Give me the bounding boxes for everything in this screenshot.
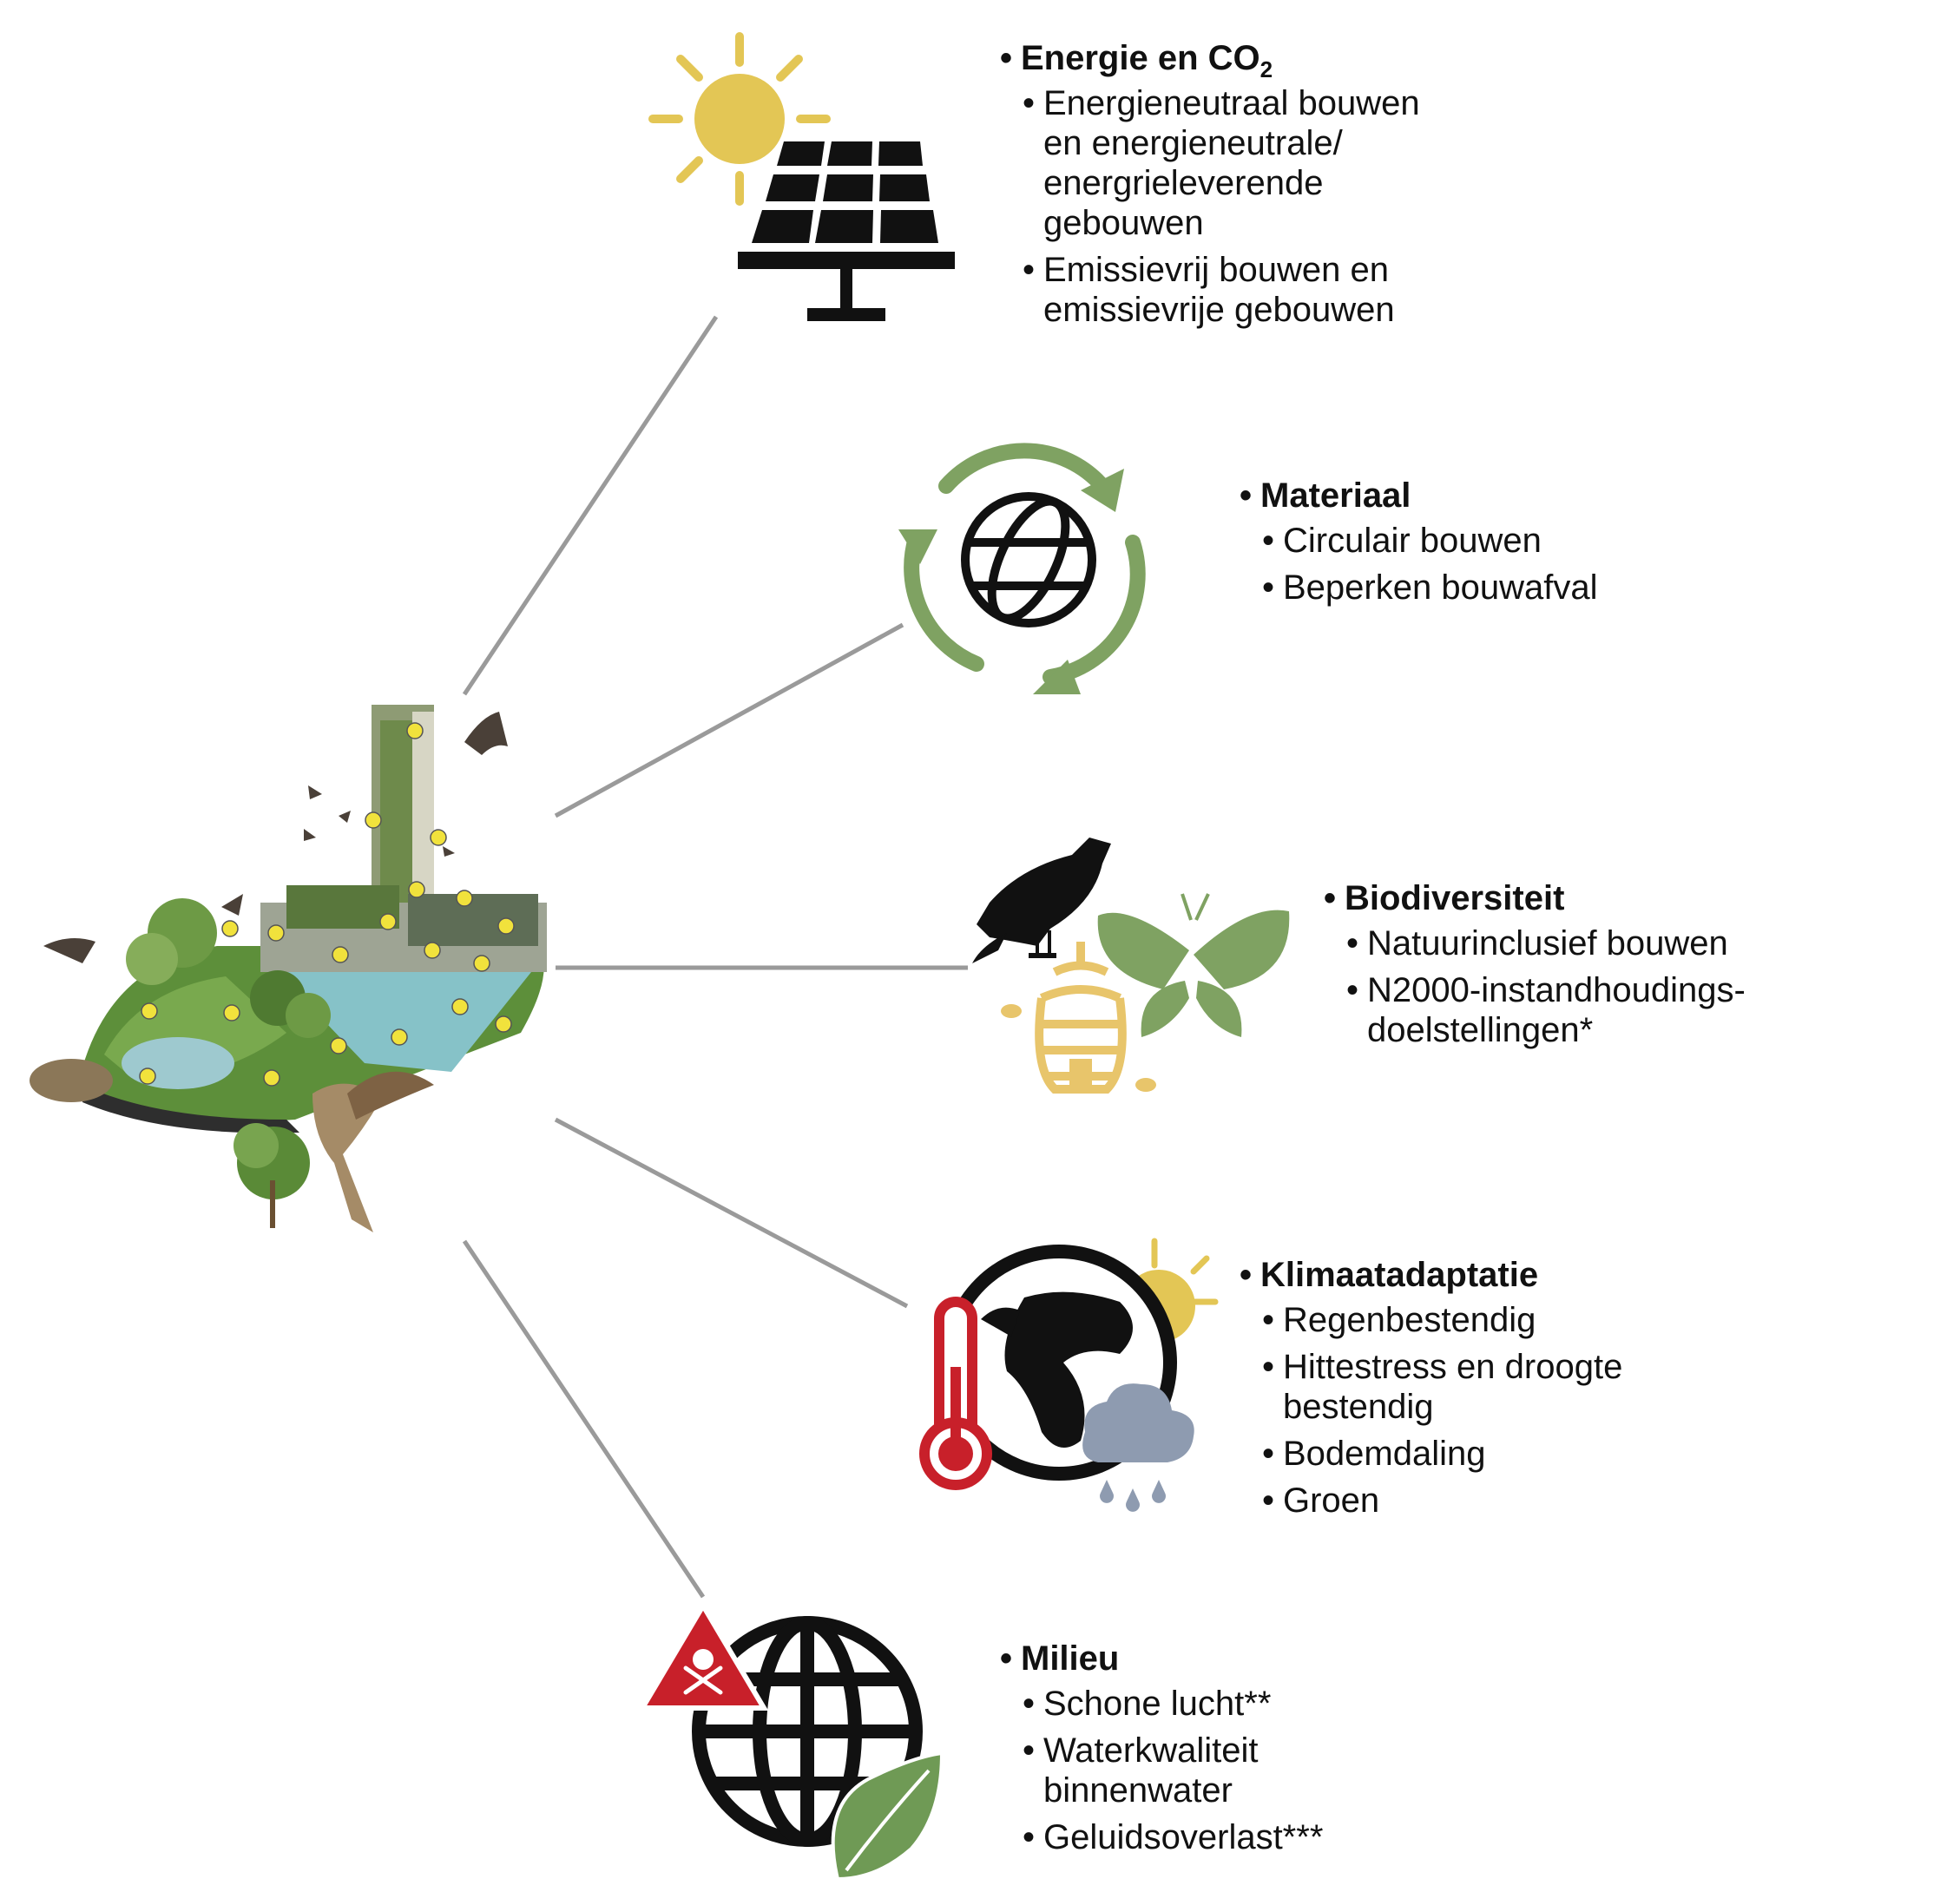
- list-item: Geluidsoverlast***: [1023, 1817, 1323, 1857]
- list-item: Schone lucht**: [1023, 1684, 1318, 1724]
- category-title: Energie en CO2: [1000, 38, 1486, 81]
- category-title: Materiaal: [1240, 476, 1778, 516]
- category-milieu: Milieu Schone lucht** Waterkwaliteit bin…: [1000, 1639, 1399, 1857]
- list-item: Energieneutraal bouwen en energieneutral…: [1023, 83, 1457, 243]
- connector-milieu: [462, 1239, 706, 1599]
- bird-butterfly-beehive-icon: [972, 838, 1290, 1094]
- list-item: Groen: [1262, 1481, 1653, 1521]
- category-energie: Energie en CO2 Energieneutraal bouwen en…: [1000, 38, 1486, 330]
- list-item: Hittestress en droogte bestendig: [1262, 1347, 1653, 1427]
- category-materiaal: Materiaal Circulair bouwen Beperken bouw…: [1240, 476, 1778, 608]
- globe-toxic-leaf-icon: [637, 1600, 944, 1882]
- recycle-globe-icon: [898, 443, 1146, 694]
- connector-materiaal: [554, 622, 904, 818]
- list-item: Beperken bouwafval: [1262, 568, 1778, 608]
- connector-lines: [462, 315, 968, 1599]
- list-item: N2000-instandhoudings-doelstellingen*: [1346, 970, 1789, 1050]
- connector-energie: [462, 315, 719, 696]
- category-klimaat: Klimaatadaptatie Regenbestendig Hittestr…: [1240, 1255, 1674, 1521]
- connector-klimaat: [554, 1117, 909, 1309]
- list-item: Natuurinclusief bouwen: [1346, 923, 1789, 963]
- category-title: Milieu: [1000, 1639, 1399, 1678]
- list-item: Circulair bouwen: [1262, 521, 1778, 561]
- list-item: Emissievrij bouwen en emissievrije gebou…: [1023, 250, 1457, 330]
- solar-panel-sun-icon: [648, 32, 955, 321]
- nature-inclusive-building-illustration: [30, 705, 547, 1232]
- thermometer-earth-weather-icon: [919, 1238, 1219, 1512]
- category-biodiversiteit: Biodiversiteit Natuurinclusief bouwen N2…: [1324, 878, 1810, 1050]
- category-title: Biodiversiteit: [1324, 878, 1810, 918]
- list-item: Bodemdaling: [1262, 1434, 1653, 1474]
- list-item: Regenbestendig: [1262, 1300, 1653, 1340]
- list-item: Waterkwaliteit binnenwater: [1023, 1731, 1318, 1810]
- category-title: Klimaatadaptatie: [1240, 1255, 1674, 1295]
